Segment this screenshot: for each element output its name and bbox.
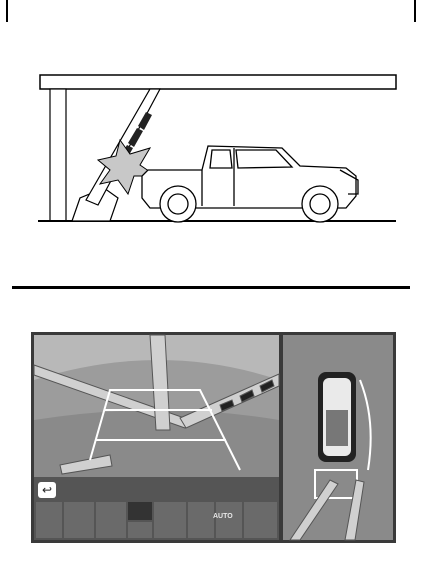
control-buttons — [36, 502, 277, 538]
overhead-vehicle — [318, 372, 356, 462]
auto-label: AUTO — [213, 513, 233, 520]
back-arrow-icon[interactable]: ↩ — [38, 482, 56, 498]
